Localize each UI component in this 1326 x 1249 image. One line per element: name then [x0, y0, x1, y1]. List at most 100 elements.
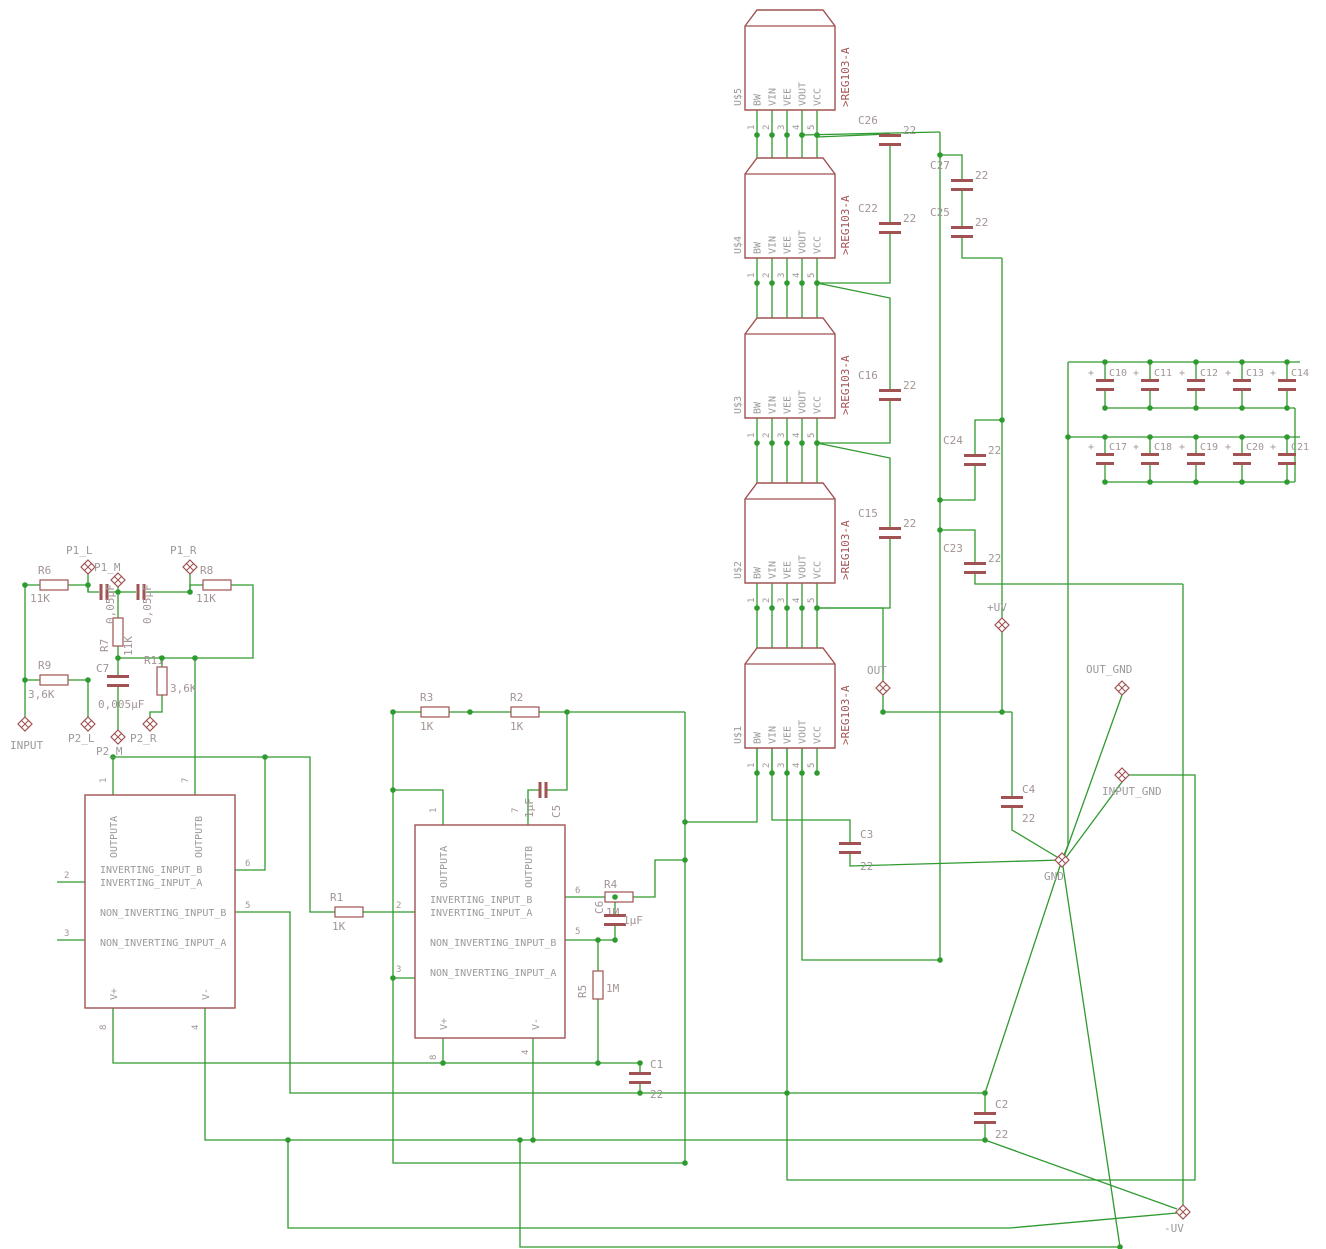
- pad-P1_M[interactable]: P1_M: [94, 561, 126, 588]
- wire[interactable]: [849, 854, 1063, 867]
- capacitor-C10[interactable]: +C10: [1088, 362, 1127, 408]
- resistor-body[interactable]: [592, 970, 604, 1000]
- wire[interactable]: [974, 574, 1183, 585]
- wire[interactable]: [940, 466, 976, 501]
- wire[interactable]: [984, 1139, 1178, 1210]
- wire[interactable]: [816, 282, 891, 389]
- wire[interactable]: [816, 442, 891, 527]
- capacitor-C17[interactable]: +C17: [1088, 437, 1127, 482]
- wire[interactable]: [940, 529, 976, 562]
- resistor-body[interactable]: [39, 579, 69, 591]
- pad-P2_M[interactable]: P2_M: [96, 729, 126, 758]
- capacitor-C18[interactable]: +C18: [1133, 437, 1172, 482]
- capacitor-C21[interactable]: +C21: [1270, 437, 1309, 482]
- wire[interactable]: [118, 584, 254, 659]
- pad-INPUT[interactable]: INPUT: [10, 716, 43, 752]
- resistor-body[interactable]: [156, 666, 168, 696]
- resistor-body[interactable]: [420, 706, 450, 718]
- wire[interactable]: [112, 1008, 640, 1064]
- opamp-body[interactable]: [414, 824, 566, 1039]
- resistor-body[interactable]: [334, 906, 364, 918]
- capacitor-C12[interactable]: +C12: [1179, 362, 1218, 408]
- resistor-body[interactable]: [112, 617, 124, 647]
- wire[interactable]: [817, 607, 884, 681]
- wire[interactable]: [393, 789, 444, 825]
- wire[interactable]: [984, 859, 1063, 1094]
- wire[interactable]: [974, 419, 1002, 454]
- capacitor-0,05µF[interactable]: 0,05µF: [136, 584, 155, 624]
- wire[interactable]: [961, 238, 1002, 259]
- resistor-body[interactable]: [510, 706, 540, 718]
- pad-+UV[interactable]: +UV: [987, 601, 1010, 633]
- wire[interactable]: [287, 1140, 1178, 1229]
- resistor-R9[interactable]: R93,6K: [28, 659, 69, 701]
- wire[interactable]: [1064, 781, 1123, 860]
- wire[interactable]: [940, 154, 963, 179]
- wire[interactable]: [771, 748, 851, 842]
- capacitor-C7[interactable]: C70,005µF: [96, 662, 144, 711]
- pad-INPUT_GND[interactable]: INPUT_GND: [1102, 767, 1162, 798]
- capacitor-C14[interactable]: +C14: [1270, 362, 1309, 408]
- capacitor-C11[interactable]: +C11: [1133, 362, 1172, 408]
- pad-P2_L[interactable]: P2_L: [68, 716, 96, 745]
- wire[interactable]: [817, 401, 891, 444]
- wire[interactable]: [1063, 694, 1123, 858]
- wire[interactable]: [801, 748, 940, 961]
- capacitor-C20[interactable]: +C20: [1225, 437, 1264, 482]
- capacitor-0,05µF[interactable]: 0,05µF: [99, 584, 118, 624]
- pad-P2_R[interactable]: P2_R: [130, 716, 158, 745]
- wire[interactable]: [801, 131, 941, 136]
- wire[interactable]: [786, 774, 1196, 1181]
- capacitor-C19[interactable]: +C19: [1179, 437, 1218, 482]
- wire[interactable]: [547, 712, 568, 791]
- wire[interactable]: [519, 1140, 1120, 1248]
- wire[interactable]: [204, 1008, 985, 1141]
- resistor-body[interactable]: [604, 891, 634, 903]
- pad-OUT[interactable]: OUT: [867, 664, 891, 696]
- wire[interactable]: [392, 712, 685, 1164]
- wire[interactable]: [816, 133, 891, 138]
- pad--UV[interactable]: -UV: [1164, 1204, 1191, 1235]
- pad-GND[interactable]: GND: [1044, 852, 1070, 883]
- pad-P1_L[interactable]: P1_L: [66, 544, 96, 575]
- wire[interactable]: [1061, 859, 1121, 1248]
- wire[interactable]: [527, 789, 539, 825]
- pad-OUT_GND[interactable]: OUT_GND: [1086, 663, 1132, 696]
- resistor-body[interactable]: [202, 579, 232, 591]
- wire[interactable]: [235, 911, 985, 1094]
- wire[interactable]: [817, 234, 891, 284]
- pad-P1_R[interactable]: P1_R: [170, 544, 198, 575]
- wire[interactable]: [1011, 808, 1063, 861]
- wire[interactable]: [685, 748, 758, 823]
